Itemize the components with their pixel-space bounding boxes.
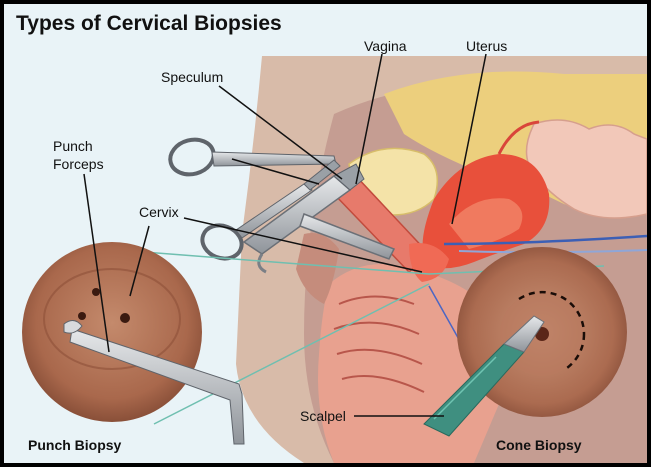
label-cone-biopsy: Cone Biopsy <box>496 437 582 453</box>
punch-view-connector-2 <box>153 283 430 425</box>
punch-forceps-upper <box>168 137 341 261</box>
label-punch-biopsy: Punch Biopsy <box>28 437 122 453</box>
label-cervix: Cervix <box>139 204 179 220</box>
rectal-folds <box>333 295 425 393</box>
cervix-in-body <box>409 243 449 282</box>
biopsy-illustration: Types of Cervical Biopsies Vagina Uterus… <box>16 12 647 463</box>
blood-vessel <box>443 234 647 246</box>
label-scalpel: Scalpel <box>300 408 346 424</box>
vagina-leader <box>355 53 383 185</box>
uterus-leader <box>451 53 487 225</box>
cervix-leader <box>183 217 423 273</box>
label-uterus: Uterus <box>466 38 507 54</box>
scalpel <box>423 315 545 437</box>
uterine-tube <box>497 120 540 155</box>
speculum-leader <box>218 85 343 180</box>
cervix-leader-2 <box>129 225 150 297</box>
diagram-title: Types of Cervical Biopsies <box>16 12 282 35</box>
punch-biopsy-view <box>22 242 245 445</box>
speculum-leader-2 <box>231 158 320 185</box>
label-punch-forceps-line1: Punch <box>53 138 93 154</box>
punch-view-connector <box>143 251 430 275</box>
label-speculum: Speculum <box>161 69 223 85</box>
punch-forceps-leader <box>83 173 110 353</box>
label-punch-forceps-line2: Forceps <box>53 156 104 172</box>
diagram-frame: Types of Cervical Biopsies Vagina Uterus… <box>4 4 647 463</box>
label-vagina: Vagina <box>364 38 407 54</box>
uterus-inner <box>449 198 523 249</box>
